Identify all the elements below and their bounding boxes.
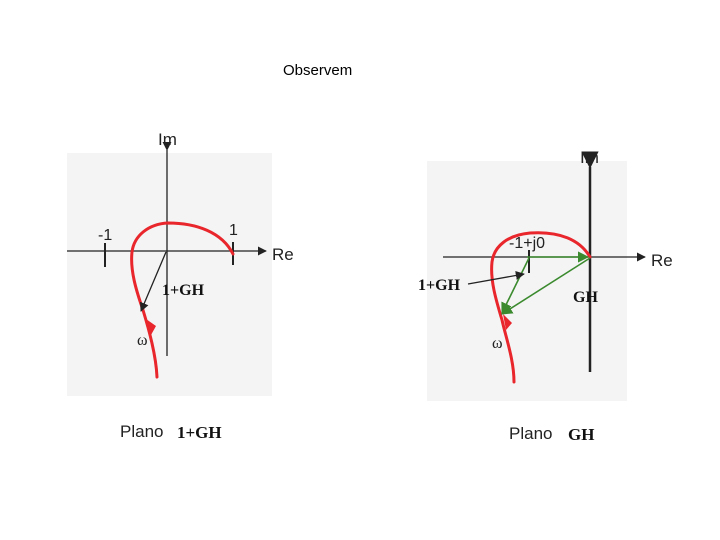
- right-plane-word: Plano: [509, 424, 552, 443]
- right-nyquist-curve: [490, 231, 592, 384]
- right-plot: Im Re -1+j0 1+GH GH ω Plano GH: [418, 148, 673, 444]
- left-label-tick-pos: 1: [229, 222, 238, 239]
- left-plane-word: Plano: [120, 422, 163, 441]
- left-vector-1gh: [140, 251, 167, 312]
- left-label-re: Re: [272, 245, 294, 264]
- left-plane-name: 1+GH: [177, 423, 222, 442]
- slide-title: Observem: [283, 62, 353, 79]
- right-label-omega: ω: [492, 335, 503, 352]
- left-label-omega: ω: [137, 332, 148, 349]
- left-label-tick-neg: -1: [98, 227, 112, 244]
- right-label-gh: GH: [573, 289, 598, 306]
- left-panel-bg: [67, 153, 272, 396]
- right-vector-gh: [501, 257, 591, 315]
- right-label-re: Re: [651, 251, 673, 270]
- left-plot: Im Re -1 1 1+GH ω Plano 1+GH: [67, 130, 294, 442]
- left-label-im: Im: [158, 130, 177, 149]
- right-label-critical-point: -1+j0: [509, 235, 545, 252]
- left-nyquist-curve: [130, 221, 235, 379]
- left-label-vector: 1+GH: [162, 282, 205, 299]
- right-pointer-arrow: [467, 270, 525, 285]
- right-label-im: Im: [580, 148, 599, 167]
- right-plane-name: GH: [568, 425, 594, 444]
- right-panel-bg: [427, 161, 627, 401]
- right-curve-arrow: [503, 314, 512, 330]
- right-label-1gh: 1+GH: [418, 277, 461, 294]
- left-curve-arrow: [146, 319, 156, 335]
- right-vector-1gh: [501, 257, 530, 315]
